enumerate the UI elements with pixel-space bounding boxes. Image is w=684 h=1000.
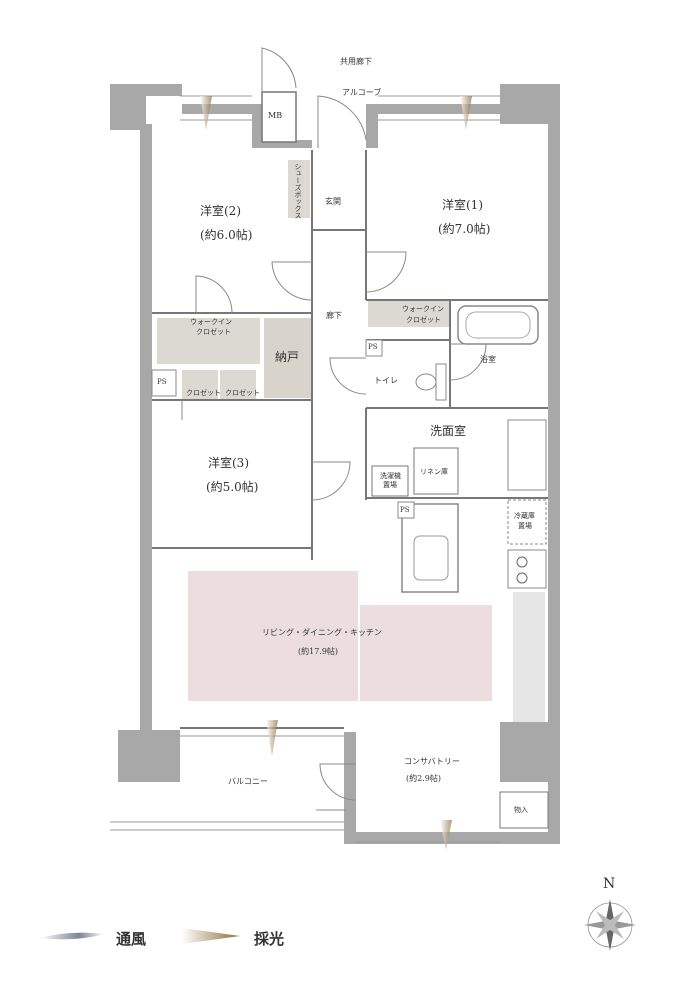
washroom-label: 洗面室: [430, 424, 467, 438]
ldk-area-fill-a: [188, 571, 358, 701]
room3-size: (約5.0帖): [206, 480, 259, 494]
daylight-markers: [200, 96, 472, 850]
conservatory-name: コンサバトリー: [404, 757, 460, 766]
toilet-label: トイレ: [374, 376, 398, 385]
room2-size: (約6.0帖): [200, 228, 253, 242]
room2-name: 洋室(2): [200, 204, 241, 218]
ps-wash-label: PS: [400, 506, 410, 514]
kitchen-sink: [413, 535, 449, 581]
outer-walls: [110, 84, 560, 844]
fridge-area: [507, 499, 547, 545]
linen-box: [413, 447, 459, 495]
light-legend-icon: [182, 928, 240, 944]
toilet-bowl: [415, 373, 437, 391]
compass-north: N: [603, 876, 616, 892]
walkin-right-label-1: ウォークイン: [402, 305, 444, 313]
closet-fill-a: [182, 370, 218, 400]
door-swings: [181, 47, 487, 811]
legend-ventilation: 通風: [116, 930, 147, 948]
ldk-area-fill-b: [360, 605, 492, 701]
burner-icon: [516, 572, 528, 584]
fridge-label-2: 置場: [518, 522, 532, 530]
ldk-name: リビング・ダイニング・キッチン: [262, 628, 382, 637]
bath-label: 浴室: [480, 355, 496, 364]
shoebox-fill: [288, 160, 310, 218]
room1-size: (約7.0帖): [438, 222, 491, 236]
ps-left-label: PS: [157, 378, 167, 386]
compass-icon: [584, 899, 636, 951]
fridge-label-1: 冷蔵庫: [514, 512, 535, 520]
corridor-label: 共用廊下: [340, 57, 372, 66]
stove: [507, 549, 547, 589]
closet-label-b: クロゼット: [225, 389, 260, 397]
washer-box: [371, 465, 409, 497]
toilet-tank: [435, 363, 447, 401]
alcove-label: アルコーブ: [342, 88, 382, 97]
vanity: [507, 419, 547, 491]
bathtub-inner: [465, 311, 531, 339]
ps-box-left: [151, 369, 177, 397]
washer-label-1: 洗濯機: [380, 472, 401, 480]
mb-label: MB: [268, 111, 283, 120]
interior-walls: [152, 150, 548, 729]
walkin-right-label-2: クロゼット: [406, 316, 441, 324]
window-lines: [110, 95, 500, 843]
room1-name: 洋室(1): [442, 198, 483, 212]
room3-name: 洋室(3): [208, 456, 249, 470]
walkin-left-label-1: ウォークイン: [190, 318, 232, 326]
balcony-label: バルコニー: [228, 777, 268, 786]
shoebox-label: シューズボックス: [294, 163, 302, 219]
ps-box-wash: [397, 501, 415, 519]
closet-fill-b: [220, 370, 256, 400]
wind-legend-icon: [40, 932, 105, 940]
walkin-right-fill: [368, 301, 450, 327]
closet-label-a: クロゼット: [186, 389, 221, 397]
hall-label: 廊下: [326, 311, 342, 320]
ps-center-label: PS: [368, 343, 378, 351]
bathtub: [457, 305, 539, 345]
storage-label: 納戸: [275, 350, 300, 364]
walkin-left-label-2: クロゼット: [196, 328, 231, 336]
walkin-left-fill: [157, 318, 260, 364]
ps-box-center: [365, 339, 383, 357]
conservatory-size: (約2.9帖): [406, 774, 441, 783]
washer-label-2: 置場: [383, 481, 397, 489]
linen-label: リネン庫: [420, 468, 448, 476]
storage-fill: [264, 318, 312, 398]
storeroom-label: 物入: [514, 806, 528, 814]
entrance-label: 玄関: [325, 197, 341, 206]
kitchen-counter-fill: [513, 592, 545, 722]
burner-icon: [516, 556, 528, 568]
storeroom-box: [499, 791, 549, 829]
legend-daylight: 採光: [254, 930, 285, 948]
mb-box: [261, 91, 297, 143]
ldk-size: (約17.9帖): [298, 647, 339, 656]
